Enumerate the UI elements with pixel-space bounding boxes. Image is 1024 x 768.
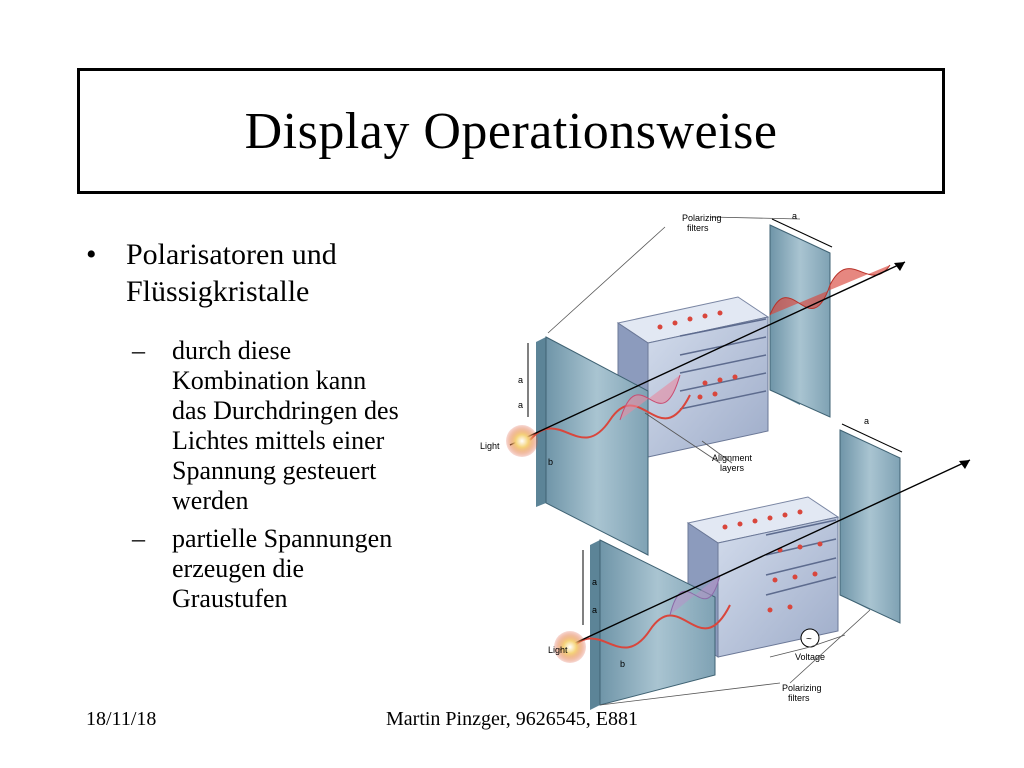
bullet-list: • Polarisatoren und Flüssigkristalle – d…: [86, 236, 486, 614]
footer-date: 18/11/18: [86, 708, 157, 730]
bottom-wave: [569, 604, 731, 651]
bullet-text: Polarisatoren und Flüssigkristalle: [126, 238, 337, 308]
subbullet-text: durch diese Kombination kann das Durchdr…: [172, 336, 399, 515]
bottom-arrow-head: [959, 460, 970, 469]
bottom-cube-front: [717, 516, 839, 658]
top-front-filter: [545, 336, 649, 556]
label-a: a: [518, 400, 523, 410]
label-a: a: [592, 577, 597, 587]
top-back-filter: [769, 224, 831, 418]
footer-author: Martin Pinzger, 9626545, E881: [386, 708, 638, 730]
bottom-light-source: [554, 631, 586, 663]
bottom-wave-inner: [669, 574, 721, 616]
subbullet-item: – durch diese Kombination kann das Durch…: [86, 336, 486, 516]
label-b: b: [548, 457, 553, 467]
label-a: a: [864, 416, 869, 426]
bullet-marker: •: [86, 238, 97, 271]
bottom-light-axis: [559, 459, 971, 651]
voltage-symbol: ~: [806, 634, 812, 645]
bottom-dimension-a: [841, 423, 903, 453]
bullet-item: • Polarisatoren und Flüssigkristalle: [86, 236, 486, 310]
bottom-front-filter: [599, 539, 716, 706]
top-light-source: [506, 425, 538, 457]
top-dimension-a: [771, 218, 833, 248]
top-wave-back: [769, 264, 891, 316]
bottom-back-filter: [839, 429, 901, 624]
label-a: a: [792, 211, 797, 221]
label-a: a: [592, 605, 597, 615]
top-wave-inner: [619, 374, 681, 421]
bottom-front-filter-edge: [590, 540, 600, 710]
label-a: a: [518, 375, 523, 385]
light-label: Light: [548, 645, 568, 655]
top-crystals: [657, 310, 738, 400]
bottom-assembly: [554, 423, 971, 710]
title-box: Display Operationsweise: [77, 68, 945, 194]
subbullet-item: – partielle Spannungen erzeugen die Grau…: [86, 524, 486, 614]
light-label: Light: [480, 441, 500, 451]
subbullet-marker: –: [132, 336, 145, 365]
top-light-axis: [509, 261, 906, 446]
top-assembly: [506, 216, 906, 556]
top-arrow-head: [894, 262, 905, 271]
subbullet-text: partielle Spannungen erzeugen die Graust…: [172, 524, 393, 613]
top-front-filter-edge: [536, 337, 546, 507]
label-b: b: [620, 659, 625, 669]
top-wave-front: [529, 394, 691, 441]
voltage-label: Voltage: [795, 652, 825, 662]
slide-title: Display Operationsweise: [244, 102, 778, 160]
bottom-crystals: [722, 509, 823, 613]
subbullet-marker: –: [132, 524, 145, 553]
